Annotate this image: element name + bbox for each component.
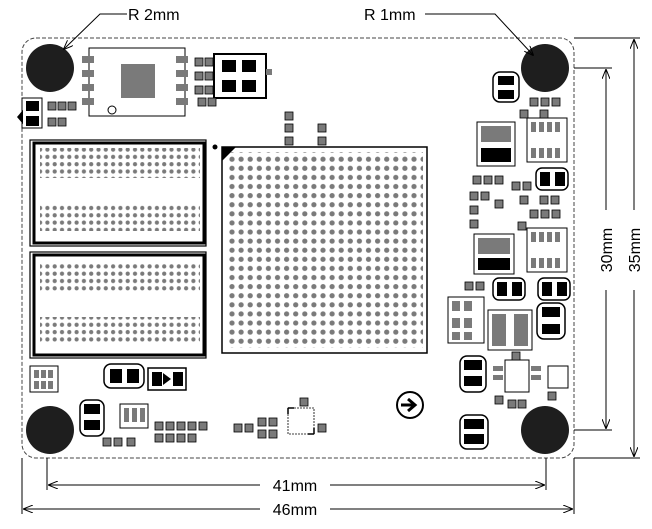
arrow-right-in-circle-icon [396, 391, 424, 419]
dimension-label-41mm: 41mm [273, 478, 317, 495]
mounting-hole-top-left [26, 44, 74, 92]
bottom-left-components [29, 363, 187, 437]
passive-components-bottom [102, 397, 327, 447]
dimension-lines [21, 37, 640, 514]
passive-components-right [464, 97, 561, 409]
radius-label-large: R 2mm [128, 7, 180, 24]
mounting-hole-top-right [521, 44, 569, 92]
radius-label-small: R 1mm [364, 7, 416, 24]
regulator-chip [82, 47, 188, 117]
board-outline [21, 37, 575, 459]
small-ic-bottom [287, 407, 315, 435]
memory-chip-bottom [29, 251, 207, 359]
radius-leaders [64, 13, 533, 55]
mounting-hole-bottom-left [26, 406, 74, 454]
dimension-label-30mm: 30mm [599, 228, 616, 272]
inductor-top [213, 53, 272, 99]
mounting-holes [26, 44, 569, 454]
diode-left-top [17, 97, 77, 129]
pin1-marker-icon [222, 147, 236, 161]
dimension-label-35mm: 35mm [627, 228, 644, 272]
memory-chip-top [29, 139, 207, 247]
bga-main-chip [221, 146, 428, 354]
passive-components-top [194, 57, 327, 146]
mounting-hole-bottom-right [521, 406, 569, 454]
dimension-label-46mm: 46mm [273, 502, 317, 519]
